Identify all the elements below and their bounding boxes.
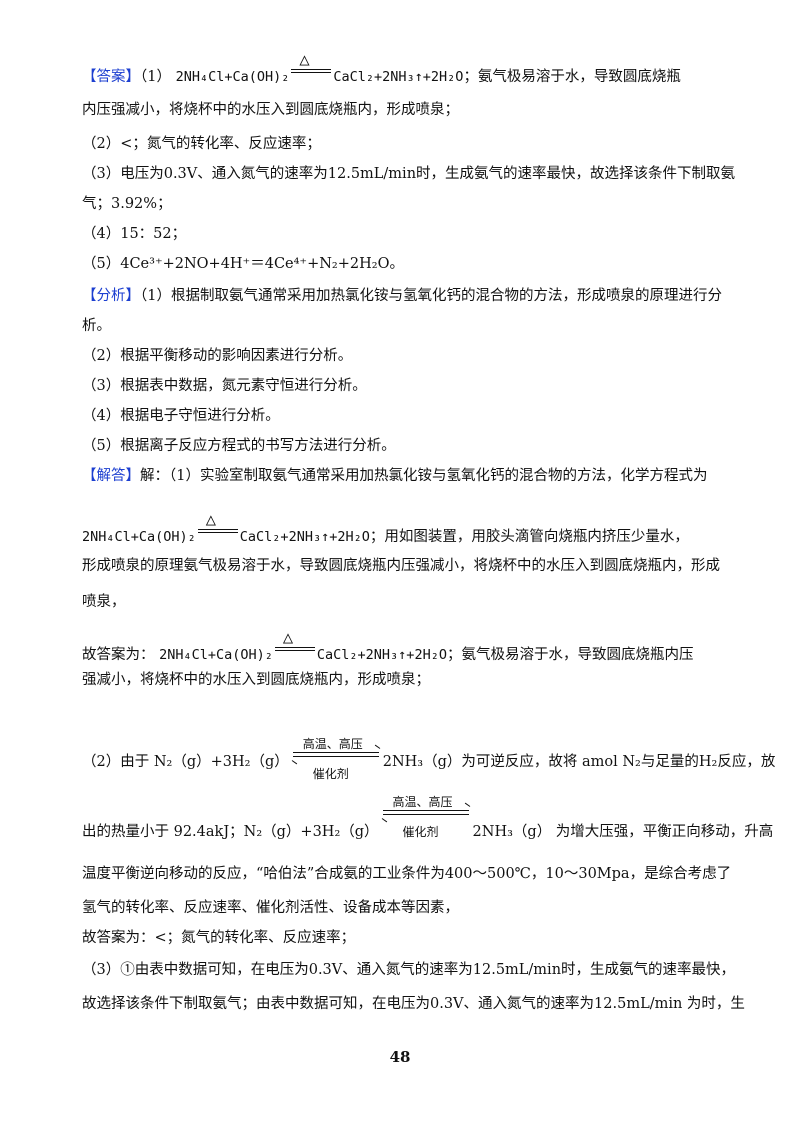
heat-condition: △ <box>273 628 317 662</box>
solution-line-2e: 故答案为：<；氮气的转化率、反应速率； <box>82 930 356 946</box>
equation-lhs: 2NH₄Cl+Ca(OH)₂ <box>175 69 290 85</box>
solution-line-1d: 喷泉， <box>82 594 126 610</box>
analysis-line-2: （2）根据平衡移动的影响因素进行分析。 <box>82 348 353 364</box>
analysis-line-1: 【分析】（1）根据制取氨气通常采用加热氯化铵与氢氧化钙的混合物的方法，形成喷泉的… <box>82 286 722 306</box>
answer-text: ；氨气极易溶于水，导致圆底烧瓶 <box>463 69 681 85</box>
solution-line-3b: 故选择该条件下制取氨气；由表中数据可知，在电压为0.3V、通入氮气的速率为12.… <box>82 996 745 1012</box>
arrow-bottom-condition: 催化剂 <box>312 767 349 781</box>
solution-line-1: 【解答】解：（1）实验室制取氨气通常采用加热氯化铵与氢氧化钙的混合物的方法，化学… <box>82 466 707 486</box>
analysis-line-3: （3）根据表中数据，氮元素守恒进行分析。 <box>82 378 367 394</box>
solution-line-2c: 温度平衡逆向移动的反应，“哈伯法”合成氨的工业条件为400～500℃，10～30… <box>82 866 732 882</box>
chem-equation-2: 2NH₄Cl+Ca(OH)₂ △ CaCl₂+2NH₃↑+2H₂O <box>82 510 370 547</box>
delta-symbol: △ <box>205 510 217 530</box>
analysis-line-5: （5）根据离子反应方程式的书写方法进行分析。 <box>82 438 396 454</box>
arrow-top-condition: 高温、高压 <box>392 795 453 809</box>
equation-rhs: CaCl₂+2NH₃↑+2H₂O <box>239 529 370 545</box>
answer-line-2: （2）<；氮气的转化率、反应速率； <box>82 136 321 152</box>
solution-text: ；氨气极易溶于水，导致圆底烧瓶内压 <box>446 647 694 663</box>
analysis-line-1b: 析。 <box>82 318 111 334</box>
delta-symbol: △ <box>282 628 294 648</box>
solution-tag: 【解答】 <box>82 468 140 484</box>
solution-line-1f: 强减小，将烧杯中的水压入到圆底烧瓶内，形成喷泉； <box>82 672 430 688</box>
equation-lhs: 2NH₄Cl+Ca(OH)₂ <box>159 647 273 663</box>
answer-line-3: （3）电压为0.3V、通入氮气的速率为12.5mL/min时，生成氨气的速率最快… <box>82 166 736 182</box>
reaction-rhs: 2NH₃（g） 为增大压强，平衡正向移动，升高 <box>472 824 774 840</box>
equation-rhs: CaCl₂+2NH₃↑+2H₂O <box>316 647 447 663</box>
solution-line-1e: 故答案为： 2NH₄Cl+Ca(OH)₂ △ CaCl₂+2NH₃↑+2H₂O；氨气… <box>82 628 694 665</box>
heat-condition: △ <box>289 50 333 84</box>
solution-line-3: （3）①由表中数据可知，在电压为0.3V、通入氮气的速率为12.5mL/min时… <box>82 962 736 978</box>
answer-line-1b: 内压强减小，将烧杯中的水压入到圆底烧瓶内，形成喷泉； <box>82 102 459 118</box>
delta-symbol: △ <box>299 50 310 70</box>
solution-text: ；用如图装置，用胶头滴管向烧瓶内挤压少量水， <box>369 529 689 545</box>
equation-rhs: CaCl₂+2NH₃↑+2H₂O <box>333 69 464 85</box>
answer-line-1: 【答案】（1） 2NH₄Cl+Ca(OH)₂ △ CaCl₂+2NH₃↑+2H₂O；… <box>82 50 681 87</box>
reaction-rhs: 2NH₃（g）为可逆反应，故将 amol N₂与足量的H₂反应，放 <box>382 754 776 770</box>
reaction-lhs: （2）由于 N₂（g）+3H₂（g） <box>82 754 289 770</box>
reaction-lhs: 出的热量小于 92.4akJ；N₂（g）+3H₂（g） <box>82 824 379 840</box>
answer-tag: 【答案】 <box>82 69 140 85</box>
answer-line-3b: 气；3.92%； <box>82 196 172 212</box>
answer-line-4: （4）15：52； <box>82 226 187 242</box>
solution-line-2d: 氢气的转化率、反应速率、催化剂活性、设备成本等因素， <box>82 900 459 916</box>
solution-line-1c: 形成喷泉的原理氨气极易溶于水，导致圆底烧瓶内压强减小，将烧杯中的水压入到圆底烧瓶… <box>82 558 720 574</box>
chem-equation-3: 2NH₄Cl+Ca(OH)₂ △ CaCl₂+2NH₃↑+2H₂O <box>159 628 447 665</box>
analysis-text: （1）根据制取氨气通常采用加热氯化铵与氢氧化钙的混合物的方法，形成喷泉的原理进行… <box>140 288 722 304</box>
arrow-bottom-condition: 催化剂 <box>402 825 439 839</box>
page-number: 48 <box>389 1048 411 1066</box>
answer-line-5: （5）4Ce³⁺+2NO+4H⁺＝4Ce⁴⁺+N₂+2H₂O。 <box>82 256 404 272</box>
answer-number: （1） <box>140 69 171 85</box>
analysis-tag: 【分析】 <box>82 288 140 304</box>
solution-text: 解：（1）实验室制取氨气通常采用加热氯化铵与氢氧化钙的混合物的方法，化学方程式为 <box>140 468 708 484</box>
reversible-arrow: 高温、高压催化剂 <box>381 792 470 839</box>
analysis-line-4: （4）根据电子守恒进行分析。 <box>82 408 280 424</box>
chem-equation: 2NH₄Cl+Ca(OH)₂ △ CaCl₂+2NH₃↑+2H₂O <box>175 50 464 87</box>
reversible-arrow: 高温、高压催化剂 <box>291 734 381 781</box>
equation-lhs: 2NH₄Cl+Ca(OH)₂ <box>82 529 196 545</box>
arrow-top-condition: 高温、高压 <box>302 737 363 751</box>
heat-condition: △ <box>196 510 240 544</box>
solution-line-eq: 2NH₄Cl+Ca(OH)₂ △ CaCl₂+2NH₃↑+2H₂O；用如图装置，用胶… <box>82 510 689 547</box>
answer-prefix: 故答案为： <box>82 647 155 663</box>
